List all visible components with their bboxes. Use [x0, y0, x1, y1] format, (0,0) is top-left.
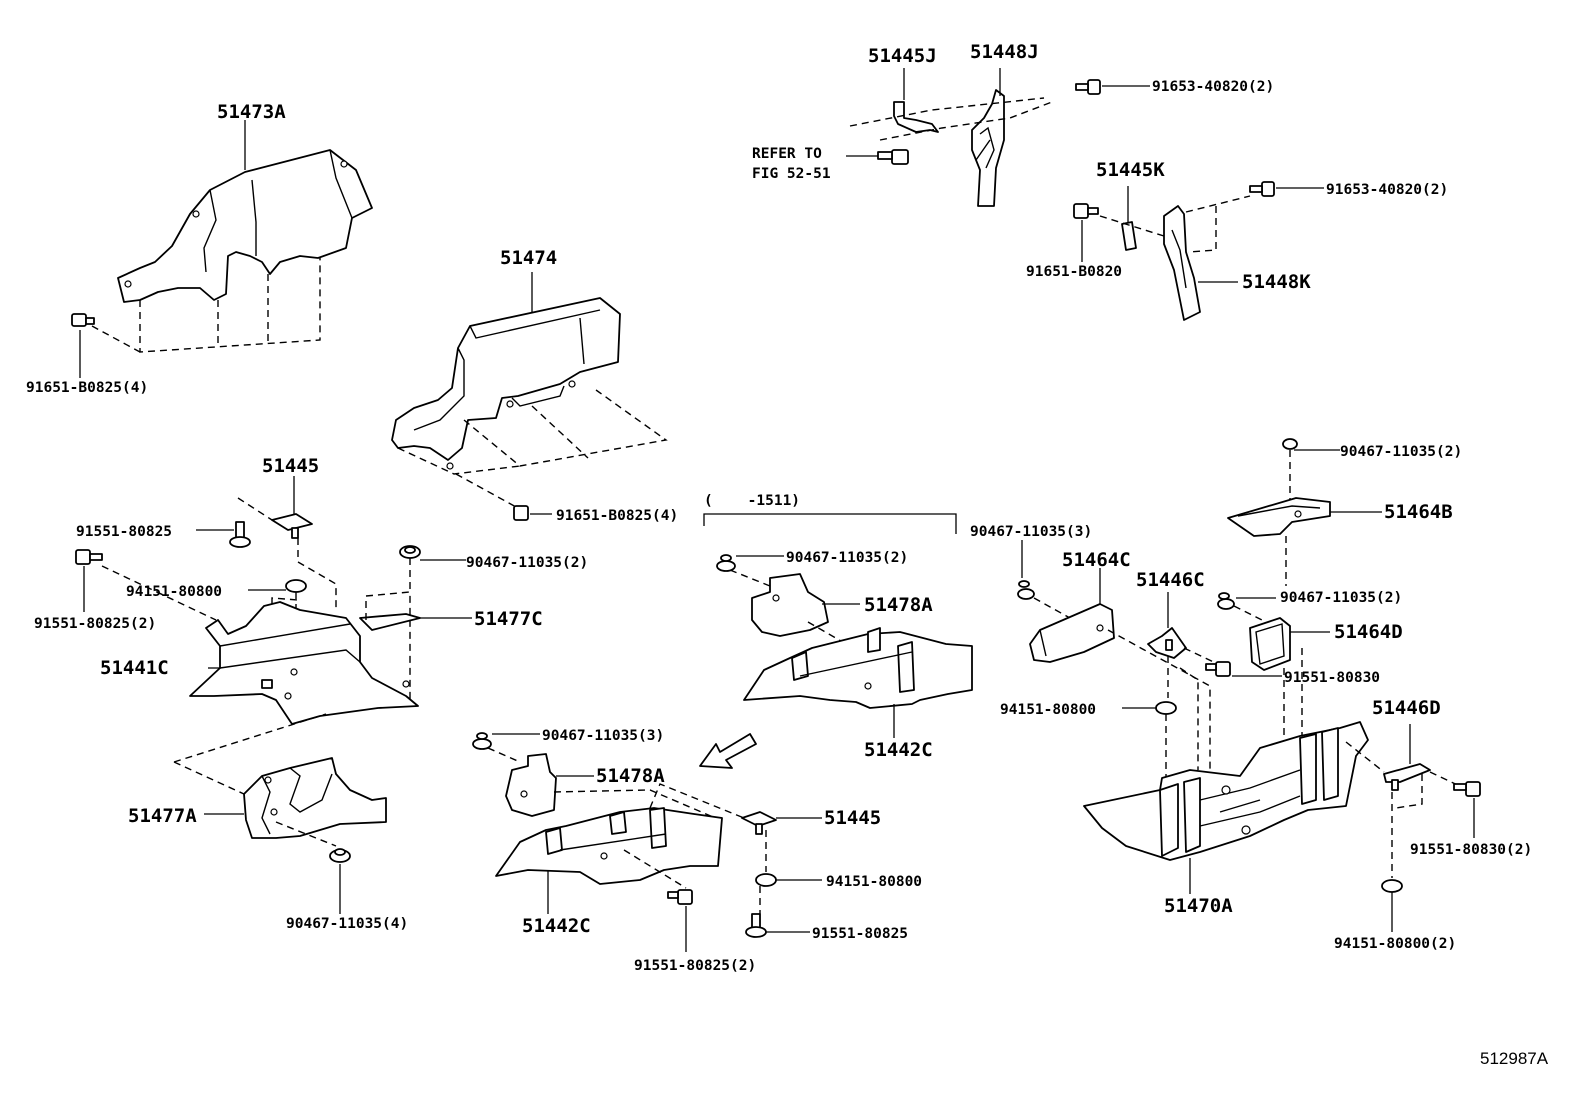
label-51478A-lower: 51478A [596, 765, 665, 787]
label-91551-80830-2: 91551-80830(2) [1410, 842, 1532, 858]
label-51473A: 51473A [217, 101, 286, 123]
part-51446D [1345, 724, 1465, 878]
label-90467-11035-2-top-right: 90467-11035(2) [1340, 444, 1462, 460]
label-90467-11035-3-lower: 90467-11035(3) [542, 728, 664, 744]
label-91653-40820-b: 91653-40820(2) [1326, 182, 1448, 198]
part-51478A-lower [505, 753, 721, 821]
label-94151-80800-right: 94151-80800 [1000, 702, 1096, 718]
fastener-94151-80800-2 [1381, 879, 1403, 932]
part-51477A [173, 713, 387, 847]
fastener-91651-B0825-left [71, 313, 95, 378]
part-51441C [189, 597, 419, 725]
fastener-91651-B0820 [1073, 203, 1099, 262]
label-51446C: 51446C [1136, 569, 1205, 591]
fastener-91653-40820-a [1075, 79, 1150, 95]
label-51442C-upper: 51442C [864, 739, 933, 761]
label-90467-11035-2-left: 90467-11035(2) [466, 555, 588, 571]
label-94151-80800-center: 94151-80800 [826, 874, 922, 890]
label-91551-80825-2: 91551-80825(2) [34, 616, 156, 632]
fastener-91551-80825-top [196, 521, 251, 548]
label-91653-40820-a: 91653-40820(2) [1152, 79, 1274, 95]
label-91551-80825-2-center: 91551-80825(2) [634, 958, 756, 974]
part-51448K [1099, 195, 1251, 321]
label-51464D: 51464D [1334, 621, 1403, 643]
refer-bolt [846, 149, 909, 165]
part-51445K [1121, 186, 1137, 251]
label-91551-80830: 91551-80830 [1284, 670, 1380, 686]
direction-arrow [699, 733, 757, 769]
label-90467-11035-2-mid-right: 90467-11035(2) [1280, 590, 1402, 606]
label-90467-11035-3-right: 90467-11035(3) [970, 524, 1092, 540]
label-51445K: 51445K [1096, 159, 1165, 181]
part-51445-lower [741, 811, 822, 872]
label-91551-80825-center: 91551-80825 [812, 926, 908, 942]
label-94151-80800-2: 94151-80800(2) [1334, 936, 1456, 952]
label-refer-line2: FIG 52-51 [752, 166, 831, 182]
fastener-90467-11035-3-right [1017, 540, 1071, 619]
fastener-91551-80825-center [745, 913, 810, 938]
label-51448K: 51448K [1242, 271, 1311, 293]
label-51478A-upper: 51478A [864, 594, 933, 616]
label-91651-B0825-left: 91651-B0825(4) [26, 380, 148, 396]
label-51470A: 51470A [1164, 895, 1233, 917]
fastener-90467-11035-2-mid-right [1217, 592, 1276, 623]
fastener-90467-11035-2-top-right [1282, 438, 1340, 500]
label-91651-B0825-mid: 91651-B0825(4) [556, 508, 678, 524]
fastener-91551-80830-2 [1453, 781, 1481, 838]
label-51441C: 51441C [100, 657, 169, 679]
label-date-range: ( -1511) [704, 493, 800, 509]
part-51470A [1083, 721, 1369, 894]
fastener-94151-80800-center [755, 873, 822, 914]
fastener-94151-80800-left [248, 579, 307, 614]
part-51464D [1249, 617, 1330, 744]
fastener-90467-11035-2-upper [716, 554, 784, 587]
fastener-91551-80825-2 [75, 549, 217, 621]
fastener-90467-11035-3-lower [472, 732, 540, 763]
part-51445J [893, 68, 939, 133]
label-51445J: 51445J [868, 45, 937, 67]
part-51442C-upper [743, 627, 973, 738]
part-51474 [391, 297, 668, 509]
label-51445-top: 51445 [262, 455, 319, 477]
label-91551-80825-top: 91551-80825 [76, 524, 172, 540]
label-51442C-lower: 51442C [522, 915, 591, 937]
fastener-90467-11035-4 [329, 848, 351, 914]
fastener-90467-11035-2-left [399, 545, 466, 594]
label-51448J: 51448J [970, 41, 1039, 63]
label-51464C: 51464C [1062, 549, 1131, 571]
fastener-91653-40820-b [1249, 181, 1324, 197]
label-90467-11035-2-upper: 90467-11035(2) [786, 550, 908, 566]
part-51464B [1227, 497, 1382, 586]
part-51442C-lower [495, 783, 755, 914]
label-51464B: 51464B [1384, 501, 1453, 523]
part-51446C [1147, 592, 1219, 770]
fastener-91551-80825-2-center [667, 889, 693, 952]
label-94151-80800-left: 94151-80800 [126, 584, 222, 600]
part-51448J [849, 68, 1053, 207]
part-51477C [359, 591, 472, 700]
part-51445-top [237, 476, 337, 612]
label-90467-11035-4: 90467-11035(4) [286, 916, 408, 932]
fastener-91651-B0825-mid [513, 505, 552, 521]
label-51477A: 51477A [128, 805, 197, 827]
label-51446D: 51446D [1372, 697, 1441, 719]
label-91651-B0820: 91651-B0820 [1026, 264, 1122, 280]
range-bracket [703, 513, 957, 534]
label-refer-line1: REFER TO [752, 146, 822, 162]
fastener-91551-80830 [1205, 661, 1282, 677]
figure-code: 512987A [1480, 1049, 1549, 1068]
label-51445-lower: 51445 [824, 807, 881, 829]
label-51474: 51474 [500, 247, 557, 269]
label-51477C: 51477C [474, 608, 543, 630]
part-51464C [1029, 568, 1211, 770]
part-51473A [91, 149, 373, 353]
